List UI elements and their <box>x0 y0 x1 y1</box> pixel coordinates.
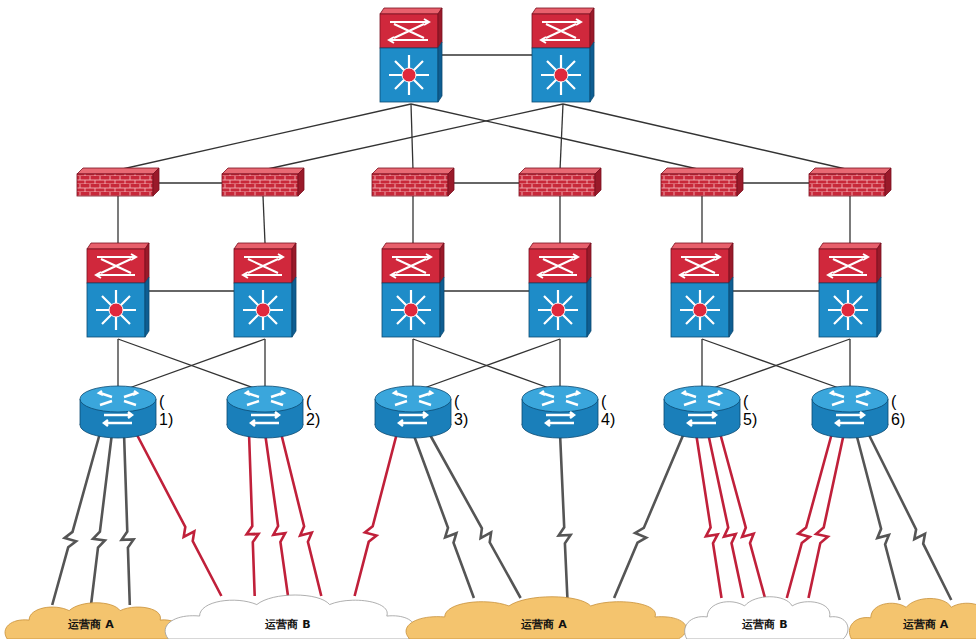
serial-link <box>720 433 765 598</box>
serial-link <box>809 433 845 598</box>
router: ( 3) <box>373 385 453 439</box>
carrier-name: 运营商 A <box>398 617 690 632</box>
distribution-switch <box>819 243 881 337</box>
callout-number: ( 2) <box>306 393 320 429</box>
serial-link <box>559 433 571 598</box>
distribution-switch <box>529 243 591 337</box>
callout-number: ( 6) <box>891 393 905 429</box>
carrier-name: 运营商 B <box>680 617 850 632</box>
router: ( 2) <box>225 385 305 439</box>
router: ( 1) <box>78 385 158 439</box>
firewall <box>809 168 891 196</box>
callout-number: ( 5) <box>743 393 757 429</box>
serial-link <box>52 433 100 605</box>
distribution-switch <box>382 243 444 337</box>
router-icon <box>78 385 158 439</box>
distribution-switch <box>87 243 149 337</box>
serial-link <box>281 433 321 596</box>
callout-number: ( 1) <box>159 393 173 429</box>
router-icon <box>373 385 453 439</box>
router: ( 6) <box>810 385 890 439</box>
core-switch <box>380 8 442 102</box>
serial-link <box>868 433 951 600</box>
carrier-name: 运营商 A <box>845 617 976 632</box>
carrier-name: 运营商 A <box>0 617 182 632</box>
router: ( 4) <box>520 385 600 439</box>
cloud-outline <box>845 592 976 639</box>
callout-number: ( 3) <box>454 393 468 429</box>
carrier-cloud: 运营商 A <box>398 590 690 639</box>
callout-number: ( 4) <box>601 393 615 429</box>
carrier-cloud: 运营商 A <box>845 592 976 639</box>
firewall <box>661 168 743 196</box>
serial-link <box>614 433 684 598</box>
serial-link <box>696 433 722 598</box>
carrier-cloud: 运营商 A <box>0 597 182 639</box>
backbone-links <box>118 55 850 392</box>
firewall <box>519 168 601 196</box>
cloud-outline <box>680 590 850 639</box>
carrier-cloud: 运营商 B <box>158 588 418 639</box>
router: ( 5) <box>662 385 742 439</box>
router-icon <box>520 385 600 439</box>
cloud-outline <box>158 588 418 639</box>
serial-link <box>91 433 112 605</box>
carrier-cloud: 运营商 B <box>680 590 850 639</box>
firewall <box>77 168 159 196</box>
serial-link <box>355 433 397 596</box>
router-icon <box>810 385 890 439</box>
serial-link <box>265 433 288 596</box>
firewall <box>222 168 304 196</box>
carrier-name: 运营商 B <box>158 617 418 632</box>
core-switch <box>532 8 594 102</box>
router-icon <box>225 385 305 439</box>
serial-link <box>122 433 134 605</box>
distribution-switch <box>671 243 733 337</box>
firewall <box>372 168 454 196</box>
serial-link <box>856 433 900 600</box>
serial-link <box>429 433 521 598</box>
distribution-switch <box>234 243 296 337</box>
cloud-outline <box>398 590 690 639</box>
serial-link <box>136 433 221 596</box>
serial-link <box>247 433 259 596</box>
router-icon <box>662 385 742 439</box>
